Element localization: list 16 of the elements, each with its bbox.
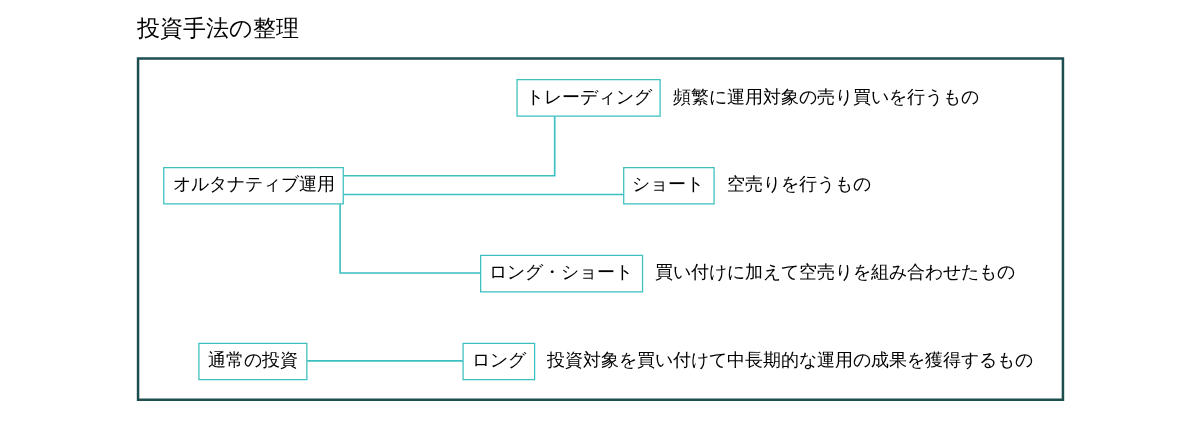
- node-box: トレーディング: [515, 79, 661, 117]
- cluster: [136, 57, 1064, 401]
- node-label: 頻繁に運用対象の売り買いを行うもの: [672, 86, 979, 107]
- connector: [342, 193, 624, 196]
- connector: [338, 203, 481, 274]
- node-box: オルタナティブ運用: [162, 166, 344, 205]
- connector: [306, 360, 464, 362]
- node-label: 買い付けに加えて空売りを組み合わせたもの: [654, 262, 1015, 283]
- connector: [342, 115, 555, 177]
- node-box: ロング・ショート: [479, 254, 643, 293]
- node-label: 空売りを行うもの: [726, 174, 871, 195]
- node-box: ロング: [461, 342, 535, 381]
- node-label: 投資対象を買い付けて中長期的な運用の成果を獲得するもの: [546, 350, 1033, 371]
- diagram-title: 投資手法の整理: [136, 15, 299, 42]
- node-box: 通常の投資: [197, 342, 307, 381]
- node-box: ショート: [622, 166, 715, 205]
